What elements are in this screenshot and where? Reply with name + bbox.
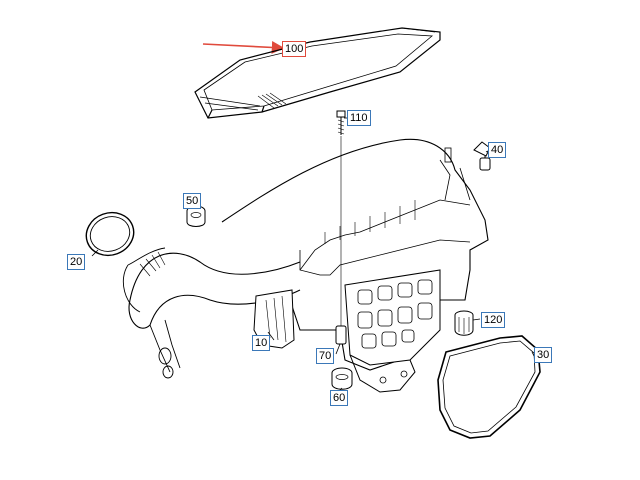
callout-70[interactable]: 70 (316, 348, 335, 364)
callout-60[interactable]: 60 (330, 390, 349, 406)
part-grommet-60[interactable] (331, 367, 353, 390)
callout-110[interactable]: 110 (347, 110, 371, 126)
part-bolt[interactable] (336, 110, 346, 330)
callout-10[interactable]: 10 (252, 335, 271, 351)
callout-100[interactable]: 100 (282, 41, 307, 57)
callout-120[interactable]: 120 (481, 312, 506, 328)
callout-40[interactable]: 40 (488, 142, 507, 158)
part-housing-lower-panel[interactable] (344, 269, 441, 393)
part-grommet-50[interactable] (186, 205, 206, 227)
callout-20[interactable]: 20 (67, 254, 86, 270)
part-air-filter-element[interactable] (194, 27, 441, 119)
highlight-arrow (202, 41, 285, 54)
part-clip-70[interactable] (335, 325, 347, 345)
leader-lines (91, 117, 535, 391)
callout-50[interactable]: 50 (183, 193, 202, 209)
callout-30[interactable]: 30 (534, 347, 553, 363)
part-bracket[interactable] (253, 289, 295, 349)
part-sensor[interactable] (473, 141, 491, 171)
part-plug-120[interactable] (454, 310, 474, 336)
part-gasket[interactable] (437, 335, 541, 439)
part-seal-ring[interactable] (80, 206, 139, 262)
